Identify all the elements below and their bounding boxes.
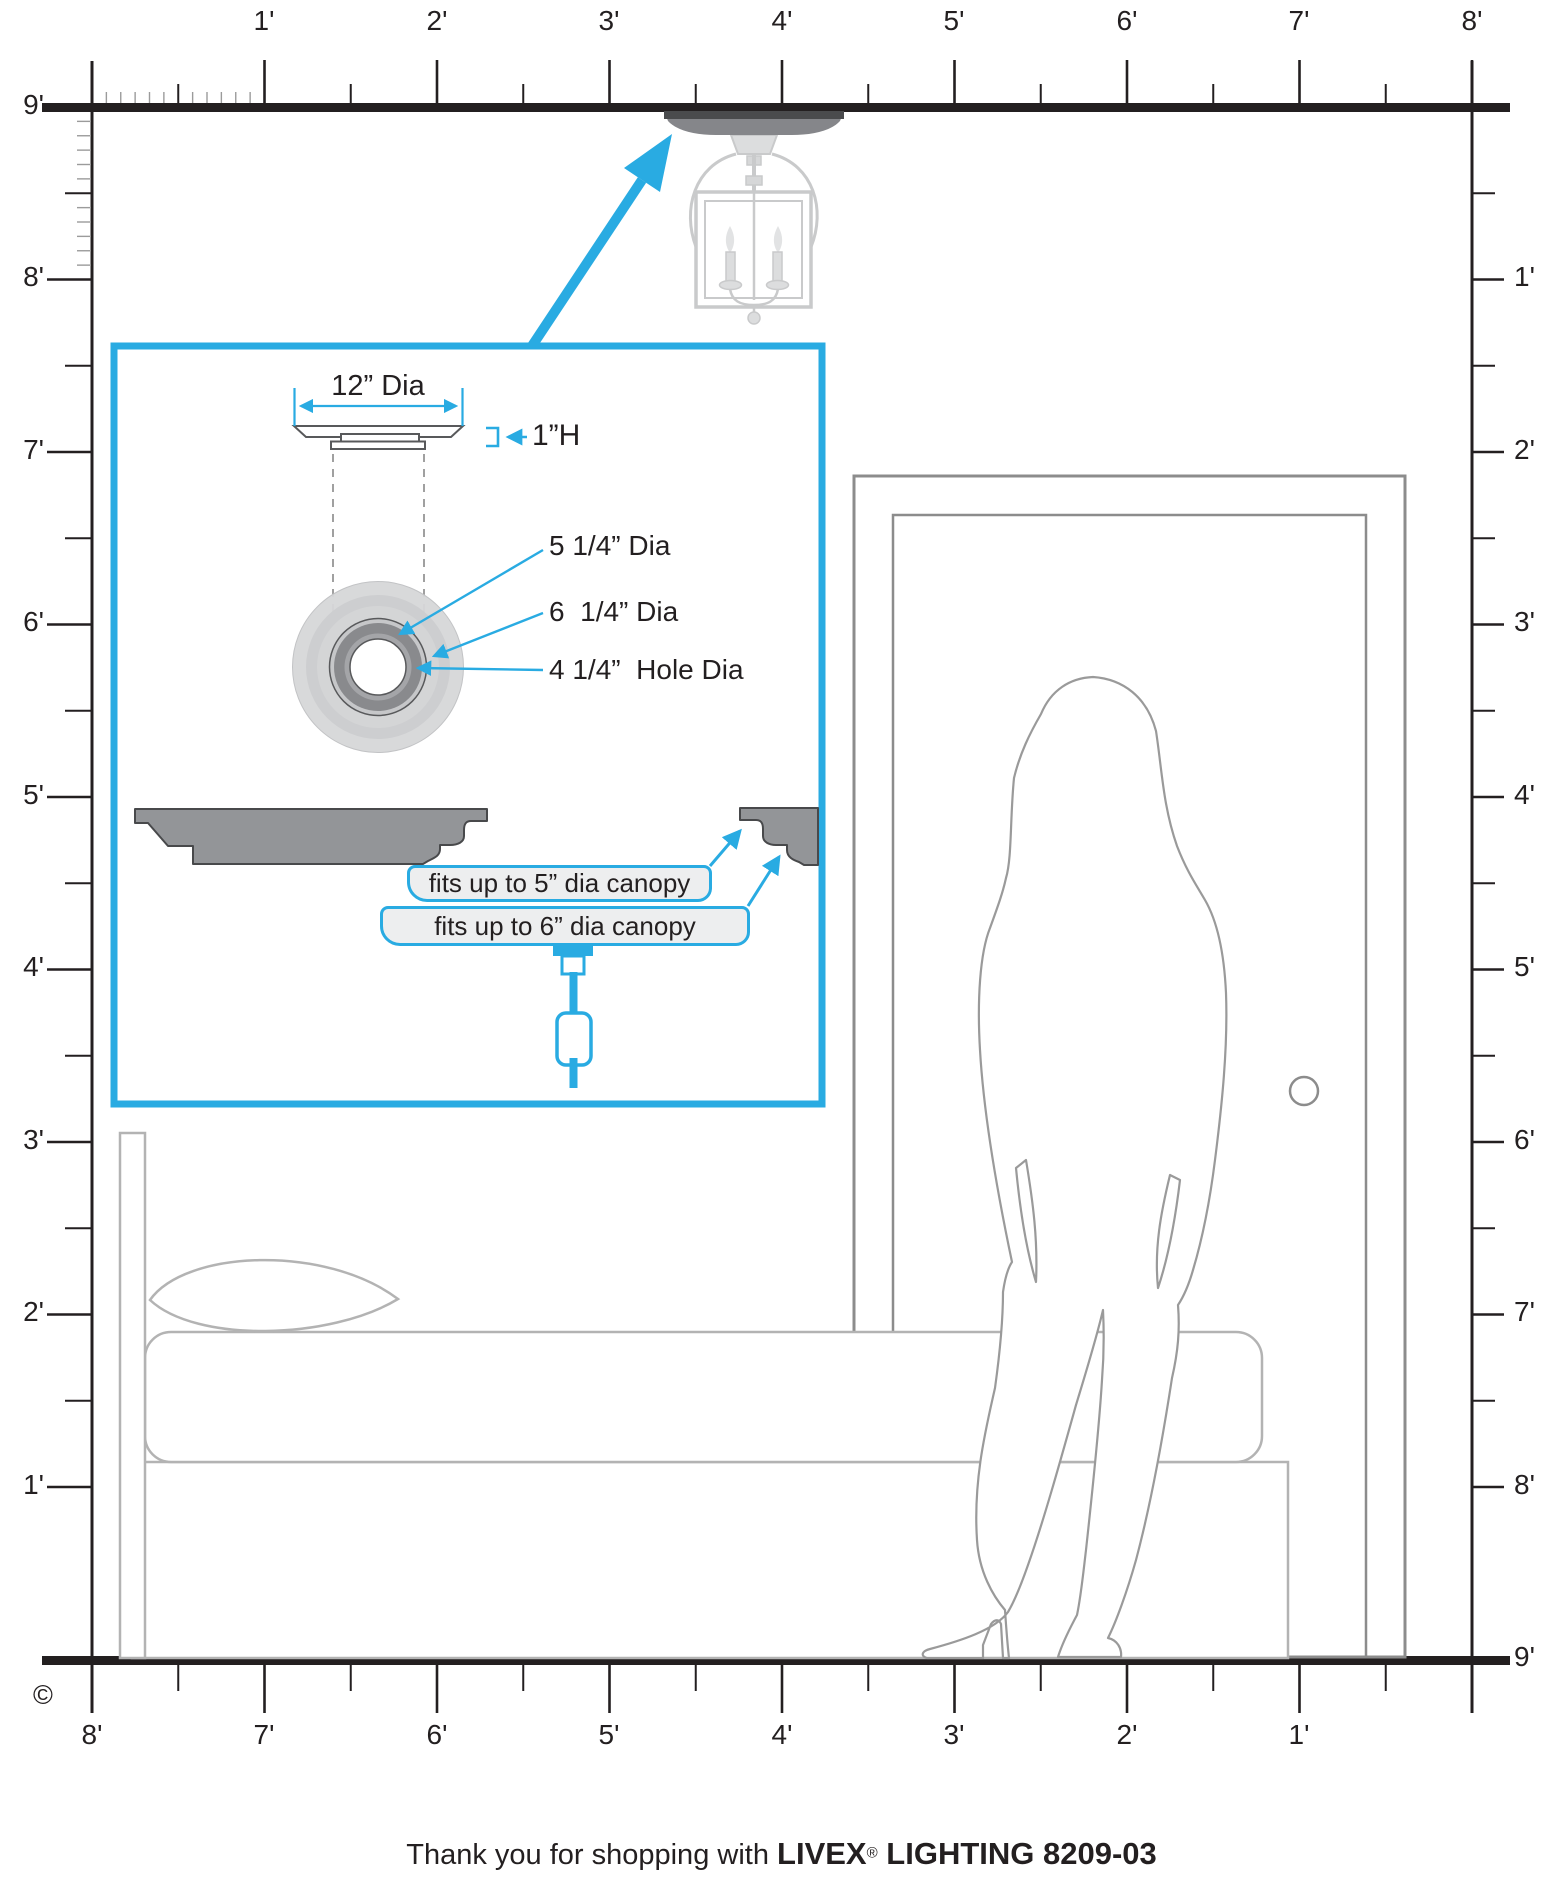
floor-line	[42, 1656, 1510, 1665]
medallion-cross-section-left	[134, 808, 488, 865]
ruler-bottom-label-1ft: 1'	[1288, 1719, 1310, 1750]
lantern-pendant	[688, 134, 819, 325]
ruler-top-label-7ft: 7'	[1288, 5, 1310, 36]
ruler-left-label-2ft: 2'	[23, 1296, 44, 1327]
leader-lines	[397, 548, 544, 677]
dim-label-6-1-4-dia: 6 1/4” Dia	[549, 596, 679, 627]
dim-label-12in-dia: 12” Dia	[331, 370, 425, 402]
ruler-bottom-label-4ft: 4'	[771, 1719, 793, 1750]
dim-label-1in-height: 1”H	[532, 419, 581, 452]
ruler-top-label-8ft: 8'	[1461, 5, 1483, 36]
ruler-bottom-label-7ft: 7'	[253, 1719, 275, 1750]
door-knob	[1288, 1075, 1320, 1107]
footer-note: Thank you for shopping with LIVEX® LIGHT…	[0, 1836, 1563, 1872]
bed-pillow	[148, 1258, 401, 1333]
canopy-note-5in: fits up to 5” dia canopy	[407, 865, 712, 902]
callout-arrow	[523, 134, 672, 355]
ruler-bottom-label-5ft: 5'	[598, 1719, 620, 1750]
ruler-left-label-5ft: 5'	[23, 779, 44, 810]
footer-model-number: LIGHTING 8209-03	[877, 1836, 1157, 1871]
woman-silhouette	[921, 675, 1228, 1660]
chain-drop	[553, 944, 593, 1088]
ruler-right-label-5ft: 5'	[1514, 951, 1535, 982]
dim-label-4-1-4-hole-dia: 4 1/4” Hole Dia	[549, 654, 744, 685]
ruler-right-label-4ft: 4'	[1514, 779, 1535, 810]
ruler-top-label-2ft: 2'	[426, 5, 448, 36]
dim-label-5-1-4-dia: 5 1/4” Dia	[549, 530, 671, 561]
ruler-bottom-label-6ft: 6'	[426, 1719, 448, 1750]
bed-mattress	[143, 1330, 1264, 1464]
ruler-lines	[90, 61, 1474, 1713]
ceiling-medallion-installed	[664, 111, 844, 135]
ruler-top-label-4ft: 4'	[771, 5, 793, 36]
registered-mark: ®	[866, 1844, 878, 1862]
ruler-bottom-label-2ft: 2'	[1116, 1719, 1138, 1750]
inset-box	[110, 342, 826, 1108]
ruler-left-label-9ft: 9'	[23, 89, 44, 120]
dimension-12in	[293, 388, 464, 426]
ruler-top-label-3ft: 3'	[598, 5, 620, 36]
ruler-right-label-2ft: 2'	[1514, 434, 1535, 465]
footer-thanks-text: Thank you for shopping with	[406, 1839, 778, 1871]
ruler-right-label-8ft: 8'	[1514, 1469, 1535, 1500]
woman-right-hand-gap	[1155, 1173, 1182, 1290]
bed-headboard-post	[118, 1131, 147, 1660]
ruler-left-label-4ft: 4'	[23, 951, 44, 982]
medallion-side-view	[291, 425, 466, 450]
ruler-left-label-1ft: 1'	[23, 1469, 44, 1500]
canopy-note-6in-text: fits up to 6” dia canopy	[434, 910, 696, 941]
woman-left-hand-gap	[1014, 1158, 1038, 1284]
ruler-left-label-8ft: 8'	[23, 261, 44, 292]
ceiling-line	[42, 103, 1510, 112]
copyright-symbol: ©	[33, 1680, 53, 1710]
ruler-left-label-3ft: 3'	[23, 1124, 44, 1155]
ruler-left-label-6ft: 6'	[23, 606, 44, 637]
dimension-1in-height	[486, 426, 527, 448]
ruler-right-label-6ft: 6'	[1514, 1124, 1535, 1155]
ruler-top-label-1ft: 1'	[253, 5, 275, 36]
ruler-right-label-9ft: 9'	[1514, 1641, 1535, 1672]
medallion-front-view	[292, 581, 464, 753]
ruler-top-label-5ft: 5'	[943, 5, 965, 36]
ruler-right-label-3ft: 3'	[1514, 606, 1535, 637]
medallion-cross-section-right	[739, 807, 819, 866]
ruler-right-label-1ft: 1'	[1514, 261, 1535, 292]
ruler-right-label-7ft: 7'	[1514, 1296, 1535, 1327]
ruler-left-label-7ft: 7'	[23, 434, 44, 465]
ruler-bottom-label-8ft: 8'	[81, 1719, 103, 1750]
ruler-top-label-6ft: 6'	[1116, 5, 1138, 36]
canopy-note-arrows	[708, 828, 781, 907]
ruler-ticks	[47, 60, 1504, 1713]
canopy-note-6in: fits up to 6” dia canopy	[380, 906, 750, 946]
canopy-note-5in-text: fits up to 5” dia canopy	[428, 868, 691, 898]
ruler-bottom-label-3ft: 3'	[943, 1719, 965, 1750]
footer-brand: LIVEX	[777, 1836, 867, 1871]
